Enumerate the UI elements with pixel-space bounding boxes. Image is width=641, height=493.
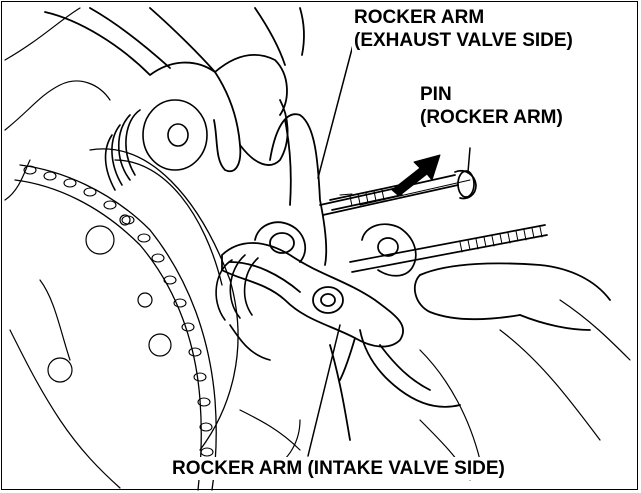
- lower-hand: [330, 263, 610, 440]
- upper-hand: [45, 8, 304, 171]
- label-rocker-arm-intake: ROCKER ARM (INTAKE VALVE SIDE): [170, 457, 507, 480]
- label-rocker-arm-exhaust-line2: (EXHAUST VALVE SIDE): [352, 29, 575, 52]
- label-rocker-arm-exhaust-line1: ROCKER ARM: [352, 6, 486, 29]
- label-pin-line2: (ROCKER ARM): [418, 106, 565, 129]
- timing-chain: [15, 165, 216, 490]
- label-pin-line1: PIN: [418, 83, 454, 106]
- rocker-arm-pin: [320, 171, 547, 272]
- valve-spring: [106, 100, 270, 360]
- rocker-arm-exhaust: [255, 114, 326, 265]
